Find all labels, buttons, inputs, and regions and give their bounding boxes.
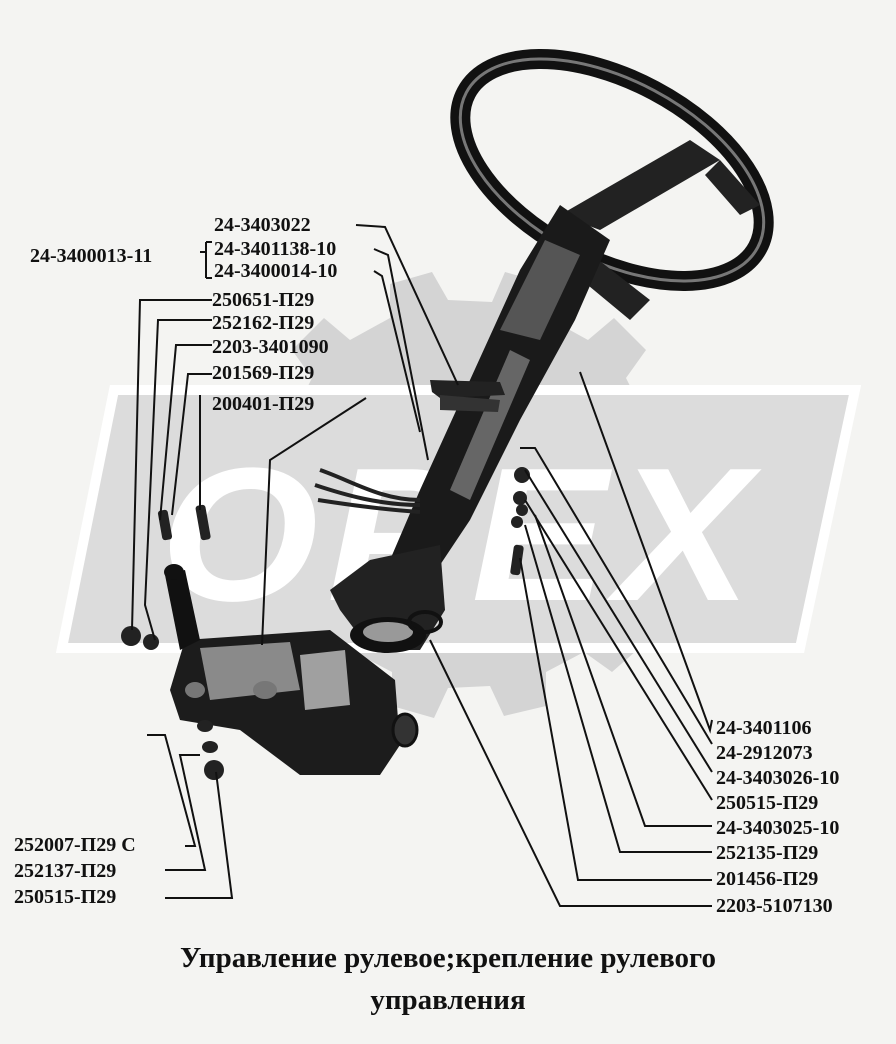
fasteners	[121, 467, 530, 780]
gear-box-shaft	[391, 712, 419, 748]
nut-250515-left	[204, 760, 224, 780]
label-24-3403026-10[interactable]: 24-3403026-10	[716, 767, 840, 789]
label-24-3400014-10[interactable]: 24-3400014-10	[214, 260, 338, 282]
bolt-200401	[195, 504, 211, 541]
label-24-3401106[interactable]: 24-3401106	[716, 717, 812, 739]
wiring-harness	[314, 468, 421, 514]
label-24-2912073[interactable]: 24-2912073	[716, 742, 813, 764]
label-2203-5107130[interactable]: 2203-5107130	[716, 895, 833, 917]
label-250651-p29[interactable]: 250651-П29	[212, 289, 315, 311]
label-250515-p29-left[interactable]: 250515-П29	[14, 886, 117, 908]
label-201456-p29[interactable]: 201456-П29	[716, 868, 819, 890]
bolt-201456	[510, 544, 524, 576]
washer-252162	[143, 634, 159, 650]
label-24-3400013-11[interactable]: 24-3400013-11	[30, 245, 153, 267]
label-24-3403025-10[interactable]: 24-3403025-10	[716, 817, 840, 839]
washer-252137	[202, 741, 218, 753]
label-252007-p29-c[interactable]: 252007-П29 С	[14, 834, 136, 856]
column-flange	[407, 610, 443, 634]
label-252135-p29[interactable]: 252135-П29	[716, 842, 819, 864]
steering-gear-box	[164, 564, 419, 775]
washer-2912073	[513, 491, 527, 505]
steering-wheel-spoke	[560, 140, 720, 230]
caption-line-1: Управление рулевое;крепление рулевого	[179, 942, 717, 974]
pitman-arm	[165, 570, 200, 650]
nut-252007	[197, 720, 213, 732]
steering-wheel	[450, 49, 774, 320]
label-250515-p29-right[interactable]: 250515-П29	[716, 792, 819, 814]
column-bracket	[430, 380, 505, 398]
label-252137-p29[interactable]: 252137-П29	[14, 860, 117, 882]
nut-3403026	[516, 504, 528, 516]
leader-lines	[131, 224, 713, 907]
label-24-3401138-10[interactable]: 24-3401138-10	[214, 238, 337, 260]
nut-250651	[121, 626, 141, 646]
label-201569-p29[interactable]: 201569-П29	[212, 362, 315, 384]
caption-line-2: управления	[370, 984, 526, 1016]
bolt-201569	[157, 509, 173, 541]
label-24-3403022[interactable]: 24-3403022	[214, 214, 311, 236]
steering-column	[314, 205, 610, 653]
label-2203-3401090[interactable]: 2203-3401090	[212, 336, 329, 358]
label-200401-p29[interactable]: 200401-П29	[212, 393, 315, 415]
washer-252135	[511, 516, 523, 528]
label-252162-p29[interactable]: 252162-П29	[212, 312, 315, 334]
column-clamp	[440, 395, 500, 412]
